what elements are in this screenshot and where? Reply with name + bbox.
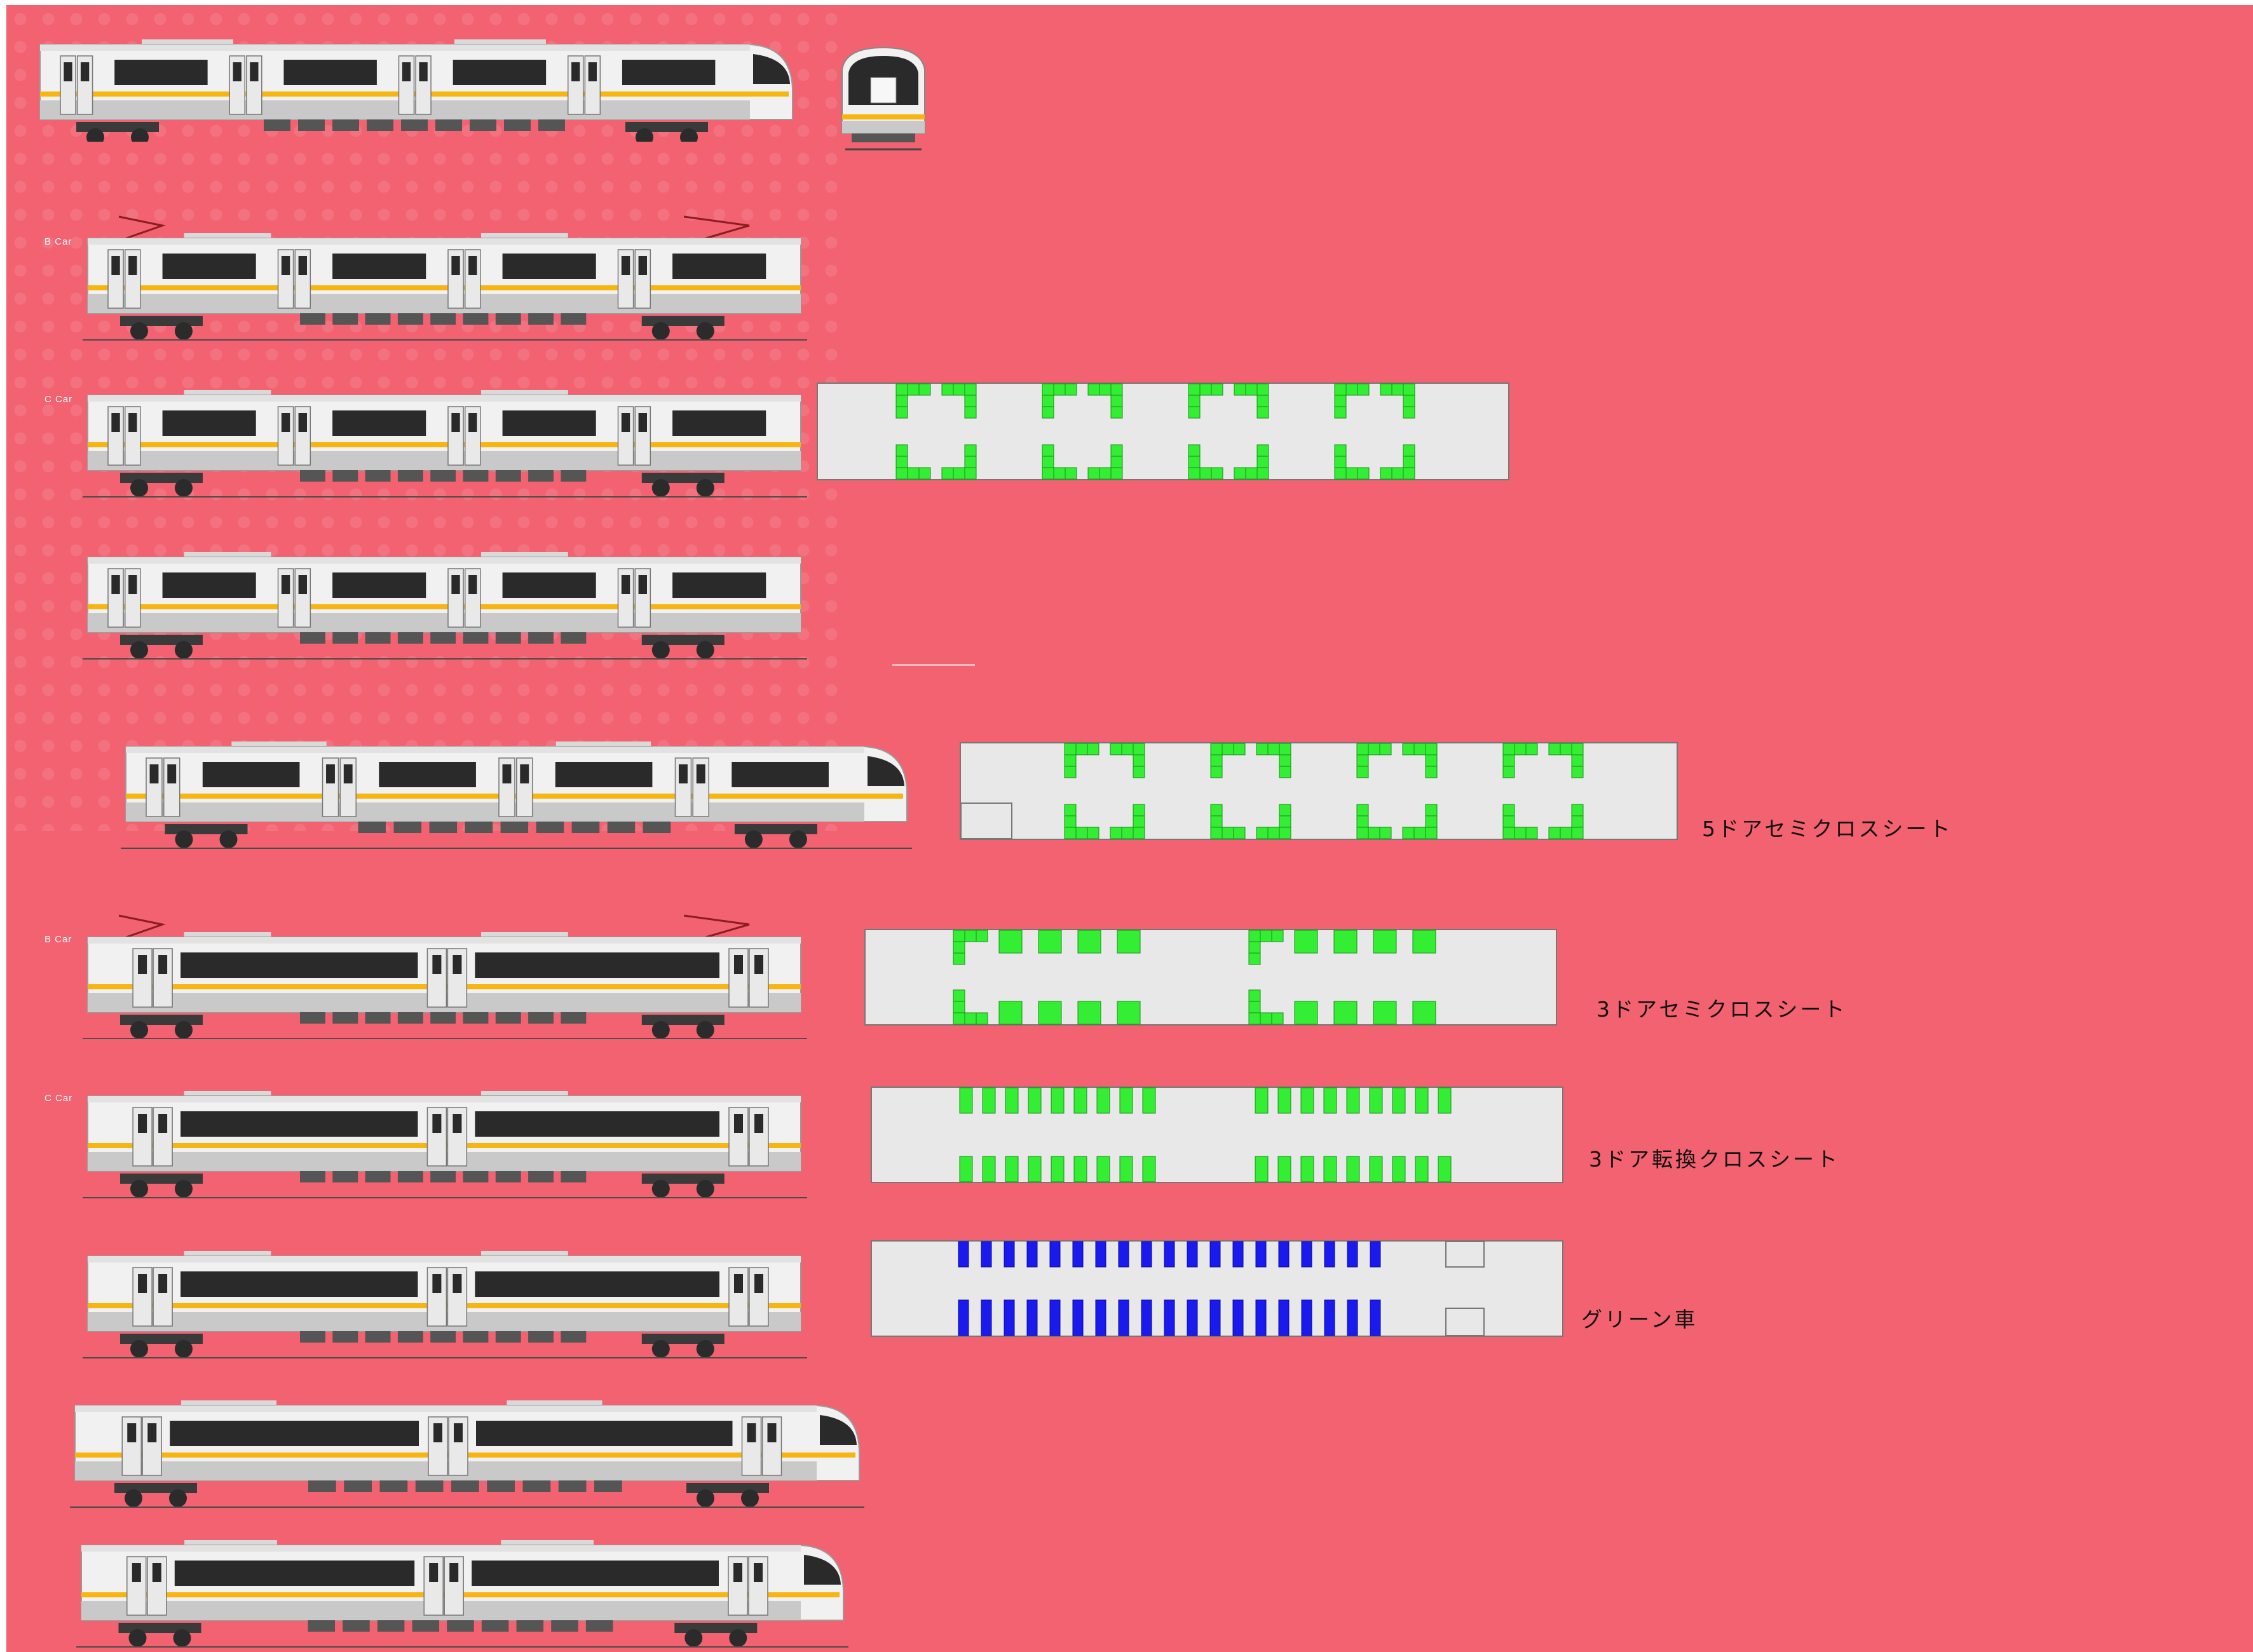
cab-car-5door-side-view [121, 739, 912, 856]
lead-car-front-view [833, 44, 934, 156]
label-3door-semi-cross: 3ドアセミクロスシート [1596, 997, 1848, 1022]
car-tag-c: C Car [44, 394, 73, 405]
car-tag-c-3door: C Car [44, 1093, 73, 1104]
seat-plan-3door-transverse-cross [871, 1087, 1563, 1183]
b-car-5door-side-view [83, 213, 807, 343]
lead-car-side-view [35, 37, 798, 142]
b-car-3door-side-view [83, 912, 807, 1039]
canvas-top-border [0, 0, 2253, 5]
seat-plan-c-car-5door [817, 383, 1509, 480]
seat-plan-green-car [871, 1240, 1563, 1337]
cab-car-3door-side-view [70, 1398, 864, 1515]
trailer-car-3door-side-view [83, 1249, 807, 1366]
cab-car-3door-alt-side-view [76, 1538, 848, 1652]
separator-line [892, 664, 975, 666]
label-3door-transverse-cross: 3ドア転換クロスシート [1589, 1147, 1840, 1172]
c-car-3door-side-view [83, 1088, 807, 1206]
canvas-left-border [0, 0, 6, 1652]
car-tag-b-3door: B Car [44, 934, 72, 945]
seat-plan-3door-semi-cross [864, 929, 1557, 1026]
seat-plan-5door-semi-cross [960, 742, 1678, 840]
trailer-car-5door-side-view [83, 550, 807, 667]
label-green-car: グリーン車 [1581, 1307, 1698, 1332]
car-tag-b: B Car [44, 236, 72, 247]
label-5door-semi-cross: 5ドアセミクロスシート [1702, 816, 1953, 841]
c-car-5door-side-view [83, 388, 807, 505]
